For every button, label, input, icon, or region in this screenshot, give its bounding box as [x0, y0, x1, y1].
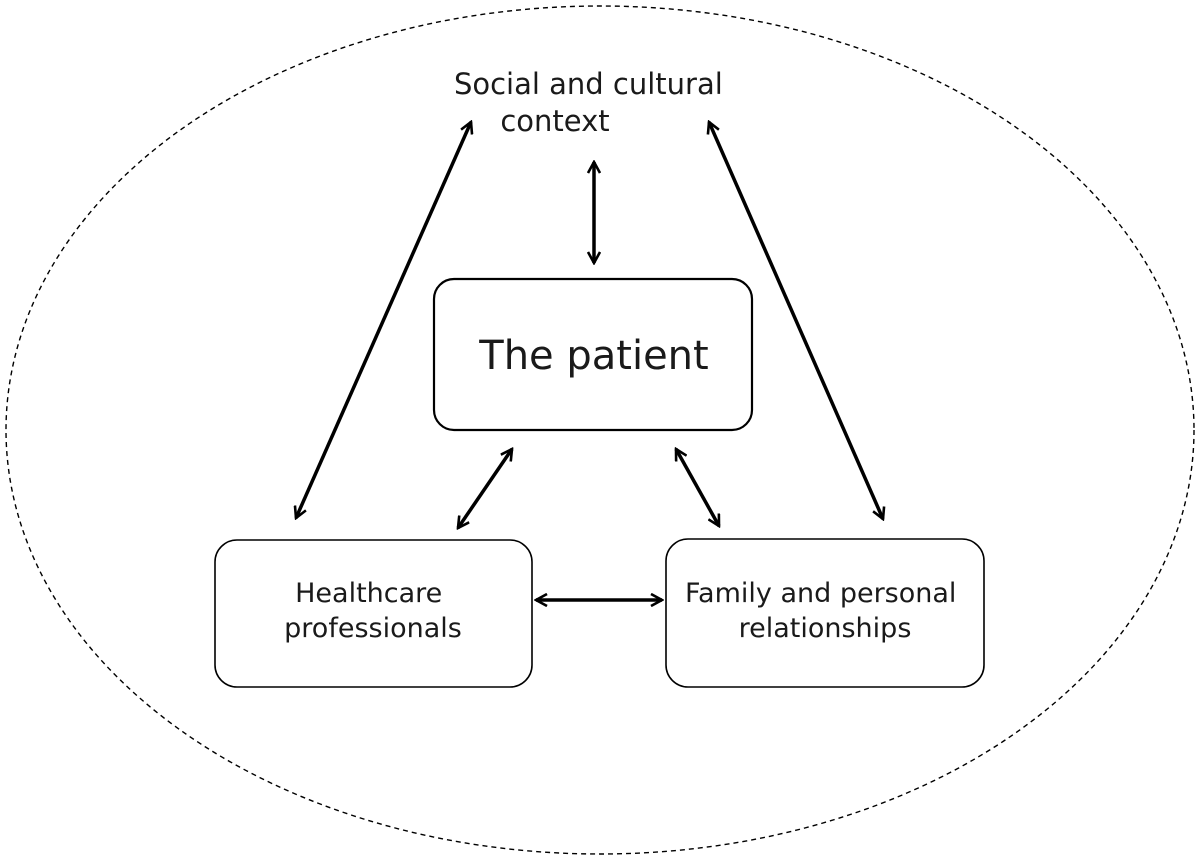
healthcare-label: Healthcare professionals	[284, 578, 462, 644]
family-label: Family and personal relationships	[685, 578, 965, 644]
family-label-line-1: Family and personal	[685, 578, 956, 609]
arrow-patient-family	[674, 449, 721, 526]
family-label-line-2: relationships	[739, 613, 912, 644]
family-box	[665, 538, 985, 688]
healthcare-label-line-1: Healthcare	[295, 578, 442, 609]
arrow-patient-healthcare	[458, 449, 512, 528]
arrow-context-family	[709, 122, 883, 519]
patient-label: The patient	[478, 333, 708, 379]
context-label-line-2: context	[500, 104, 609, 138]
context-boundary-ellipse	[5, 5, 1195, 855]
context-label: Social and cultural context	[454, 67, 732, 138]
healthcare-box	[214, 539, 533, 688]
context-label-line-1: Social and cultural	[454, 67, 723, 101]
healthcare-label-line-2: professionals	[284, 613, 462, 644]
arrow-context-healthcare	[296, 122, 471, 518]
